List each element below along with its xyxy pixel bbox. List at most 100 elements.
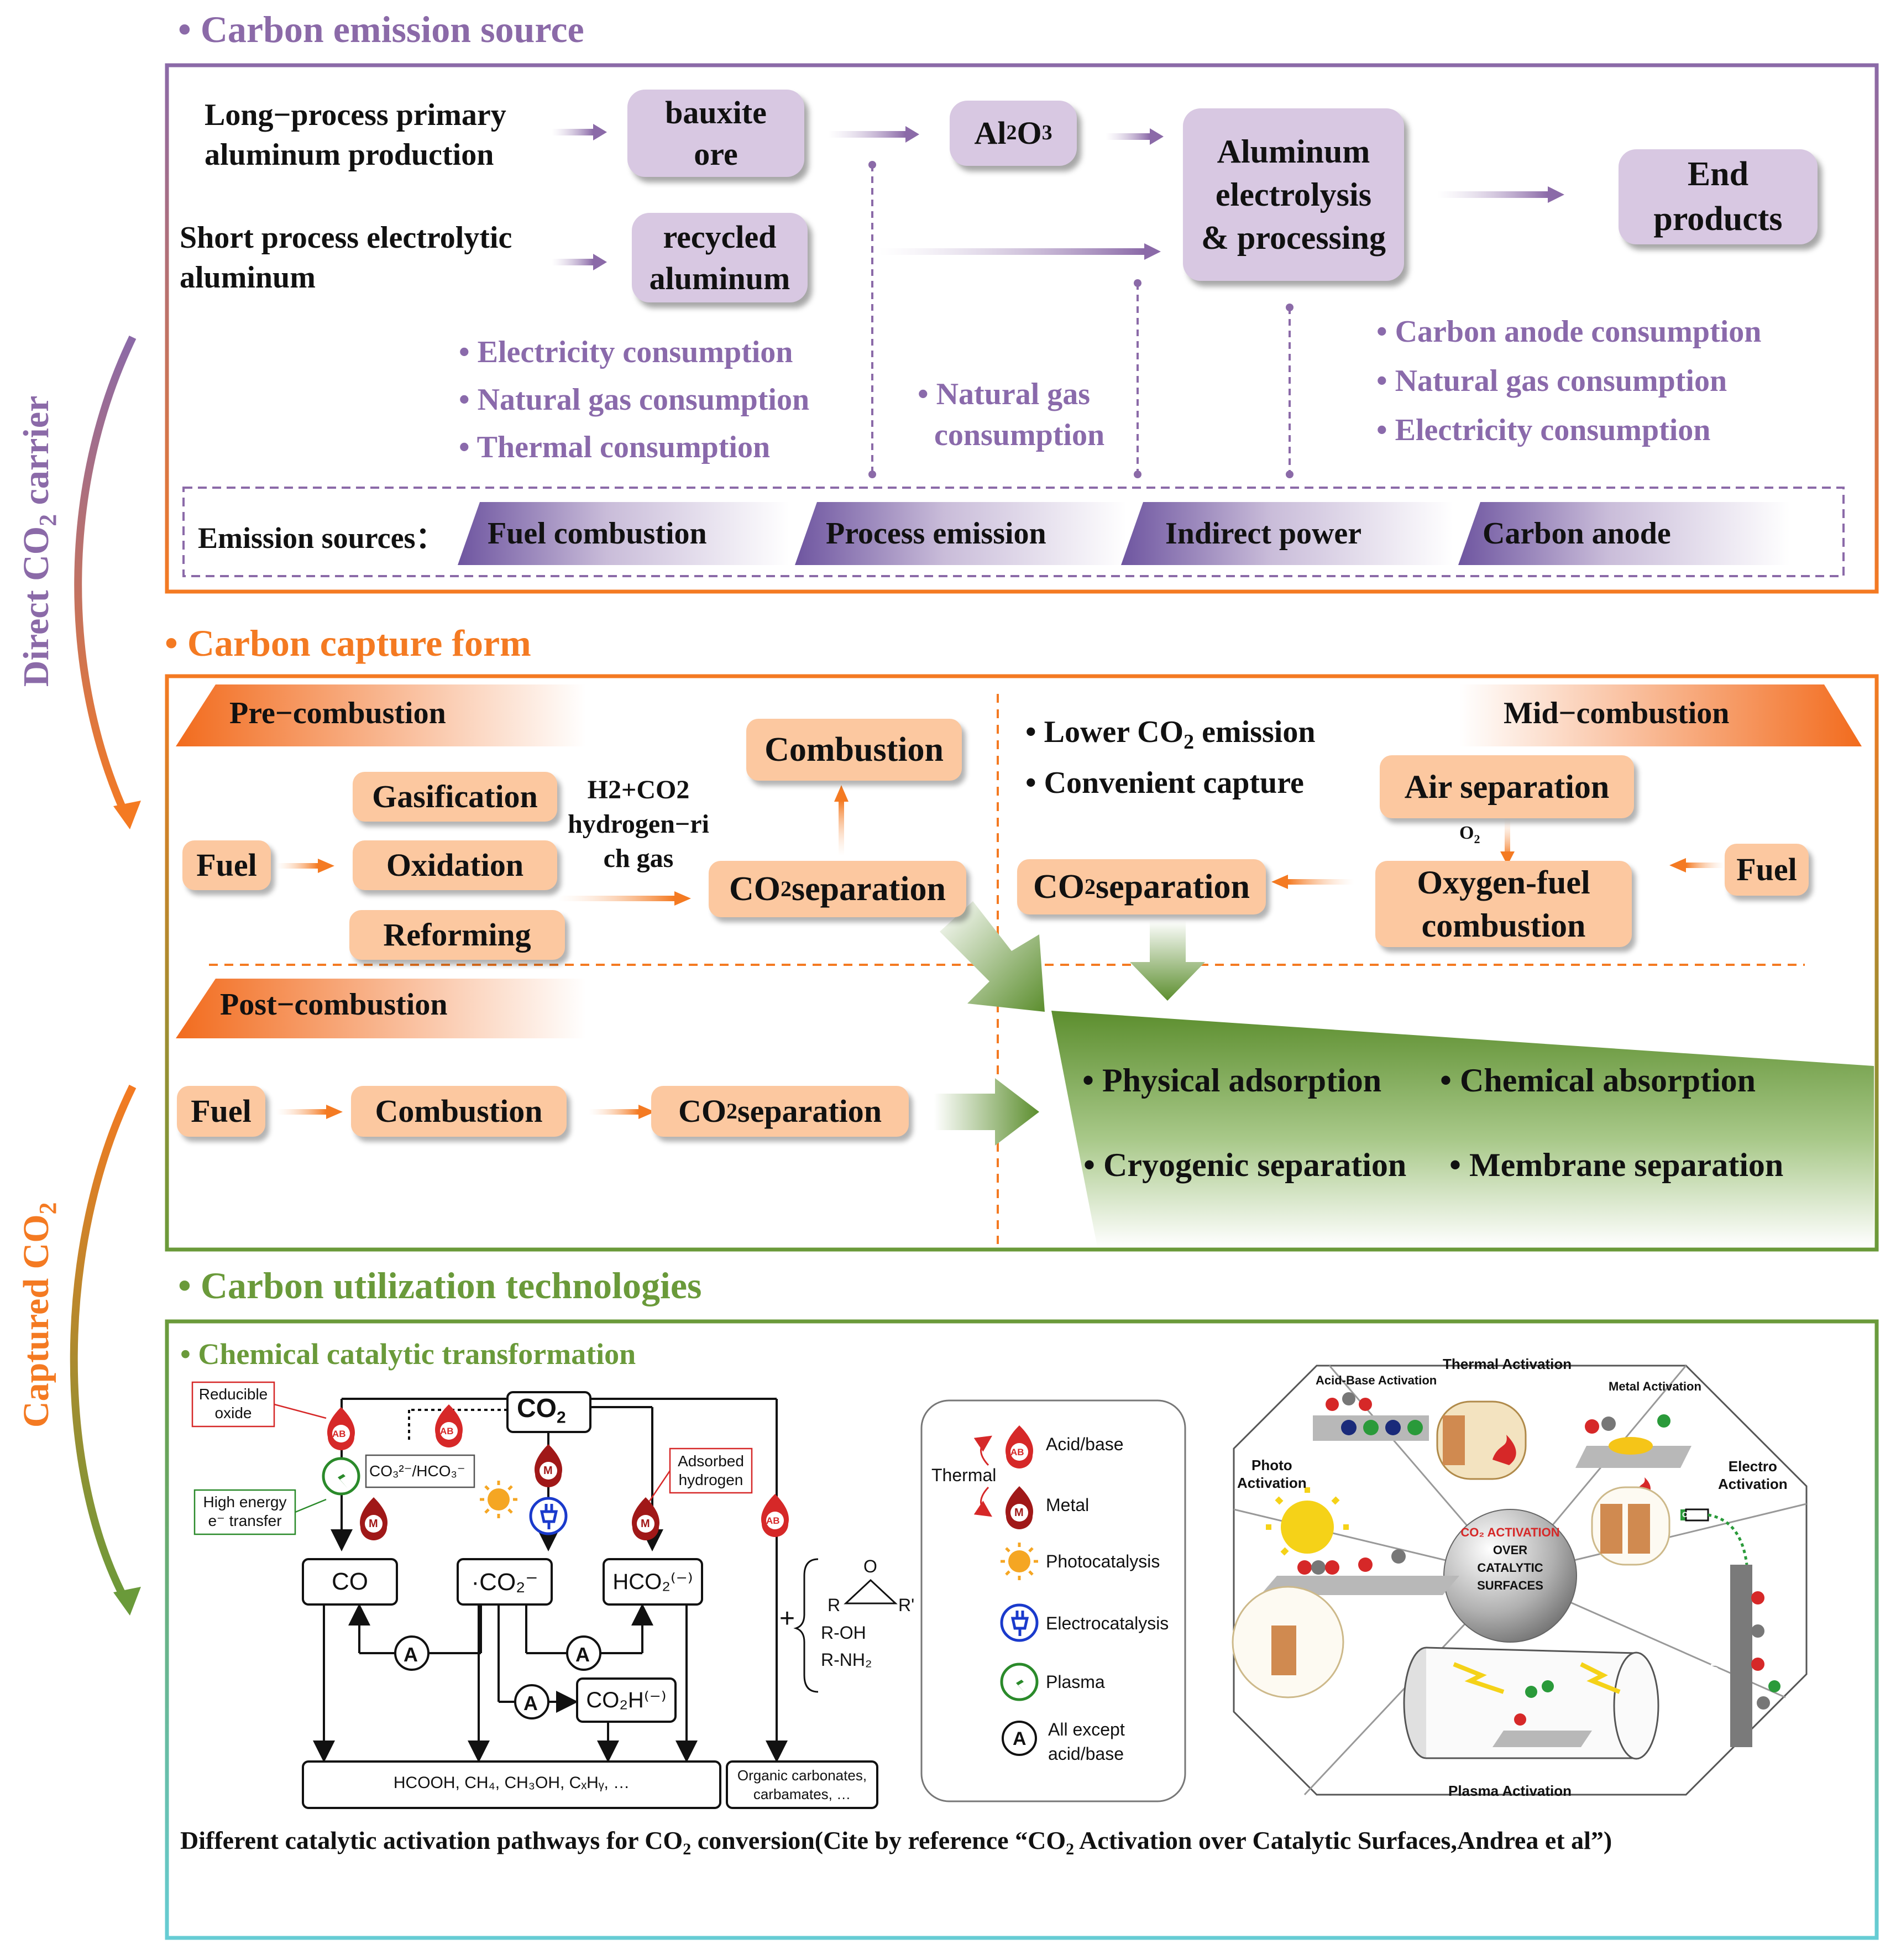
bauxite-line-1: bauxite xyxy=(665,94,767,130)
epoxide-r2: R' xyxy=(898,1595,915,1615)
co2-radical-anion: ·CO₂⁻ xyxy=(471,1569,538,1596)
consumption-left-item: • Electricity consumption xyxy=(459,335,793,369)
cathode-label: CATHODE xyxy=(1708,1637,1720,1691)
consumption-right-text: Carbon anode consumption xyxy=(1395,315,1762,349)
hydrogen-rich-gas-label: H2+CO2 hydrogen−ri ch gas xyxy=(558,773,719,876)
consumption-left-item: • Natural gas consumption xyxy=(459,383,810,417)
acid-base-activation-label: Acid-Base Activation xyxy=(1316,1373,1437,1387)
emission-section-title: • Carbon emission source xyxy=(178,8,584,50)
legend-plasma: Plasma xyxy=(1046,1672,1105,1692)
organic-line-2: carbamates, … xyxy=(753,1786,851,1802)
center-activation-label: CO₂ ACTIVATION OVER CATALYTIC SURFACES xyxy=(1444,1524,1577,1595)
co2-sep-b: 2 xyxy=(781,876,792,901)
electro-line-1: Electro xyxy=(1728,1458,1777,1475)
reforming-box: Reforming xyxy=(349,910,565,960)
ab-icon: AB xyxy=(332,1429,346,1439)
short-process-line-2: aluminum xyxy=(180,260,316,295)
caption-b: 2 xyxy=(683,1840,692,1859)
method-chemical-absorption: • Chemical absorption xyxy=(1440,1062,1756,1099)
figure-caption: Different catalytic activation pathways … xyxy=(180,1826,1612,1859)
consumption-mid: • Natural gas consumption xyxy=(918,374,1104,456)
al2o3-part-d: 3 xyxy=(1041,121,1052,145)
plasma-activation-label: Plasma Activation xyxy=(1448,1783,1572,1799)
end-products-line-1: End xyxy=(1687,155,1749,194)
method-text: Cryogenic separation xyxy=(1103,1147,1407,1183)
co-product: CO xyxy=(332,1568,368,1595)
consumption-list-left: • Electricity consumption • Natural gas … xyxy=(459,328,809,471)
legend-electrocatalysis: Electrocatalysis xyxy=(1046,1613,1169,1633)
consumption-right-text: Electricity consumption xyxy=(1395,413,1711,447)
consumption-right-text: Natural gas consumption xyxy=(1395,364,1727,398)
al2o3-part-c: O xyxy=(1017,115,1042,151)
benefit-1a: Lower CO xyxy=(1044,715,1184,749)
center-line-3: CATALYTIC xyxy=(1477,1561,1543,1575)
emission-sources-label: Emission sources： xyxy=(198,521,446,555)
pre-combustion-box: Combustion xyxy=(746,719,962,781)
long-process-line-2: aluminum production xyxy=(205,138,494,172)
caption-d: 2 xyxy=(1066,1840,1075,1859)
co2-sep-a: CO xyxy=(729,870,781,908)
method-membrane-separation: • Membrane separation xyxy=(1449,1147,1784,1183)
oxy-line-2: combustion xyxy=(1421,907,1586,944)
mid-benefits-list: • Lower CO2 emission • Convenient captur… xyxy=(1025,715,1316,801)
end-products-line-2: products xyxy=(1653,200,1783,238)
adsorbed-line-2: hydrogen xyxy=(678,1471,743,1488)
recycled-line-1: recycled xyxy=(663,218,777,255)
photo-line-2: Activation xyxy=(1237,1475,1307,1491)
catalyst-icons xyxy=(322,1404,1039,1756)
co2-sep-b: 2 xyxy=(1085,874,1096,899)
source-carbon-anode: Carbon anode xyxy=(1483,516,1671,551)
co2-sep-a: CO xyxy=(1033,867,1085,906)
ab-icon: AB xyxy=(766,1515,780,1526)
metal-icon: M xyxy=(543,1465,553,1477)
utilization-title-text: Carbon utilization technologies xyxy=(200,1264,702,1306)
electro-line-2: Activation xyxy=(1718,1476,1788,1492)
ab-icon: AB xyxy=(1010,1447,1024,1457)
recycled-line-2: aluminum xyxy=(649,260,790,296)
post-combustion-header: Post−combustion xyxy=(220,987,448,1022)
center-line-4: SURFACES xyxy=(1477,1579,1543,1592)
on-switch-label: ON xyxy=(1682,1510,1694,1519)
chemical-catalytic-text: Chemical catalytic transformation xyxy=(198,1337,636,1371)
consumption-left-item: • Thermal consumption xyxy=(459,430,771,464)
reducible-line-1: Reducible xyxy=(198,1386,268,1403)
co2-sep-b: 2 xyxy=(726,1099,737,1123)
electrolysis-line-1: Aluminum xyxy=(1217,133,1370,170)
co2-sep-a: CO xyxy=(678,1093,726,1130)
post-combustion-box: Combustion xyxy=(351,1086,567,1137)
legend-metal: Metal xyxy=(1046,1495,1090,1515)
organic-products: Organic carbonates,carbamates, … xyxy=(727,1766,877,1804)
utilization-section-title: • Carbon utilization technologies xyxy=(178,1264,702,1306)
benefit-2: Convenient capture xyxy=(1044,766,1304,801)
short-process-label: Short process electrolytic aluminum xyxy=(180,218,512,297)
legend-thermal: Thermal xyxy=(931,1465,997,1485)
co2-sep-c: separation xyxy=(1096,867,1250,906)
electrolysis-line-2: electrolysis xyxy=(1215,176,1372,213)
benefit-1c: emission xyxy=(1194,715,1316,749)
o2-a: O xyxy=(1459,823,1474,843)
co2-node: CO2 xyxy=(517,1393,566,1428)
captured-label-sub: 2 xyxy=(34,1202,62,1215)
pre-combustion-header: Pre−combustion xyxy=(229,696,446,730)
center-line-2: OVER xyxy=(1492,1543,1528,1557)
h2-line-2: hydrogen−ri xyxy=(568,809,709,839)
consumption-right-item: • Natural gas consumption xyxy=(1376,364,1727,398)
direct-label-tail: carrier xyxy=(15,395,56,514)
caption-c: conversion(Cite by reference “CO xyxy=(691,1826,1066,1854)
al2o3-part-b: 2 xyxy=(1006,121,1017,145)
source-process-emission: Process emission xyxy=(826,516,1046,551)
co2-sep-c: separation xyxy=(792,870,946,908)
consumption-mid-line-1: Natural gas xyxy=(936,377,1091,411)
method-cryogenic-separation: • Cryogenic separation xyxy=(1083,1147,1407,1183)
legend-acid-base: Acid/base xyxy=(1046,1434,1124,1454)
co2-sep-c: separation xyxy=(737,1093,882,1130)
hco2-species: HCO₂⁽⁻⁾ xyxy=(612,1570,693,1594)
